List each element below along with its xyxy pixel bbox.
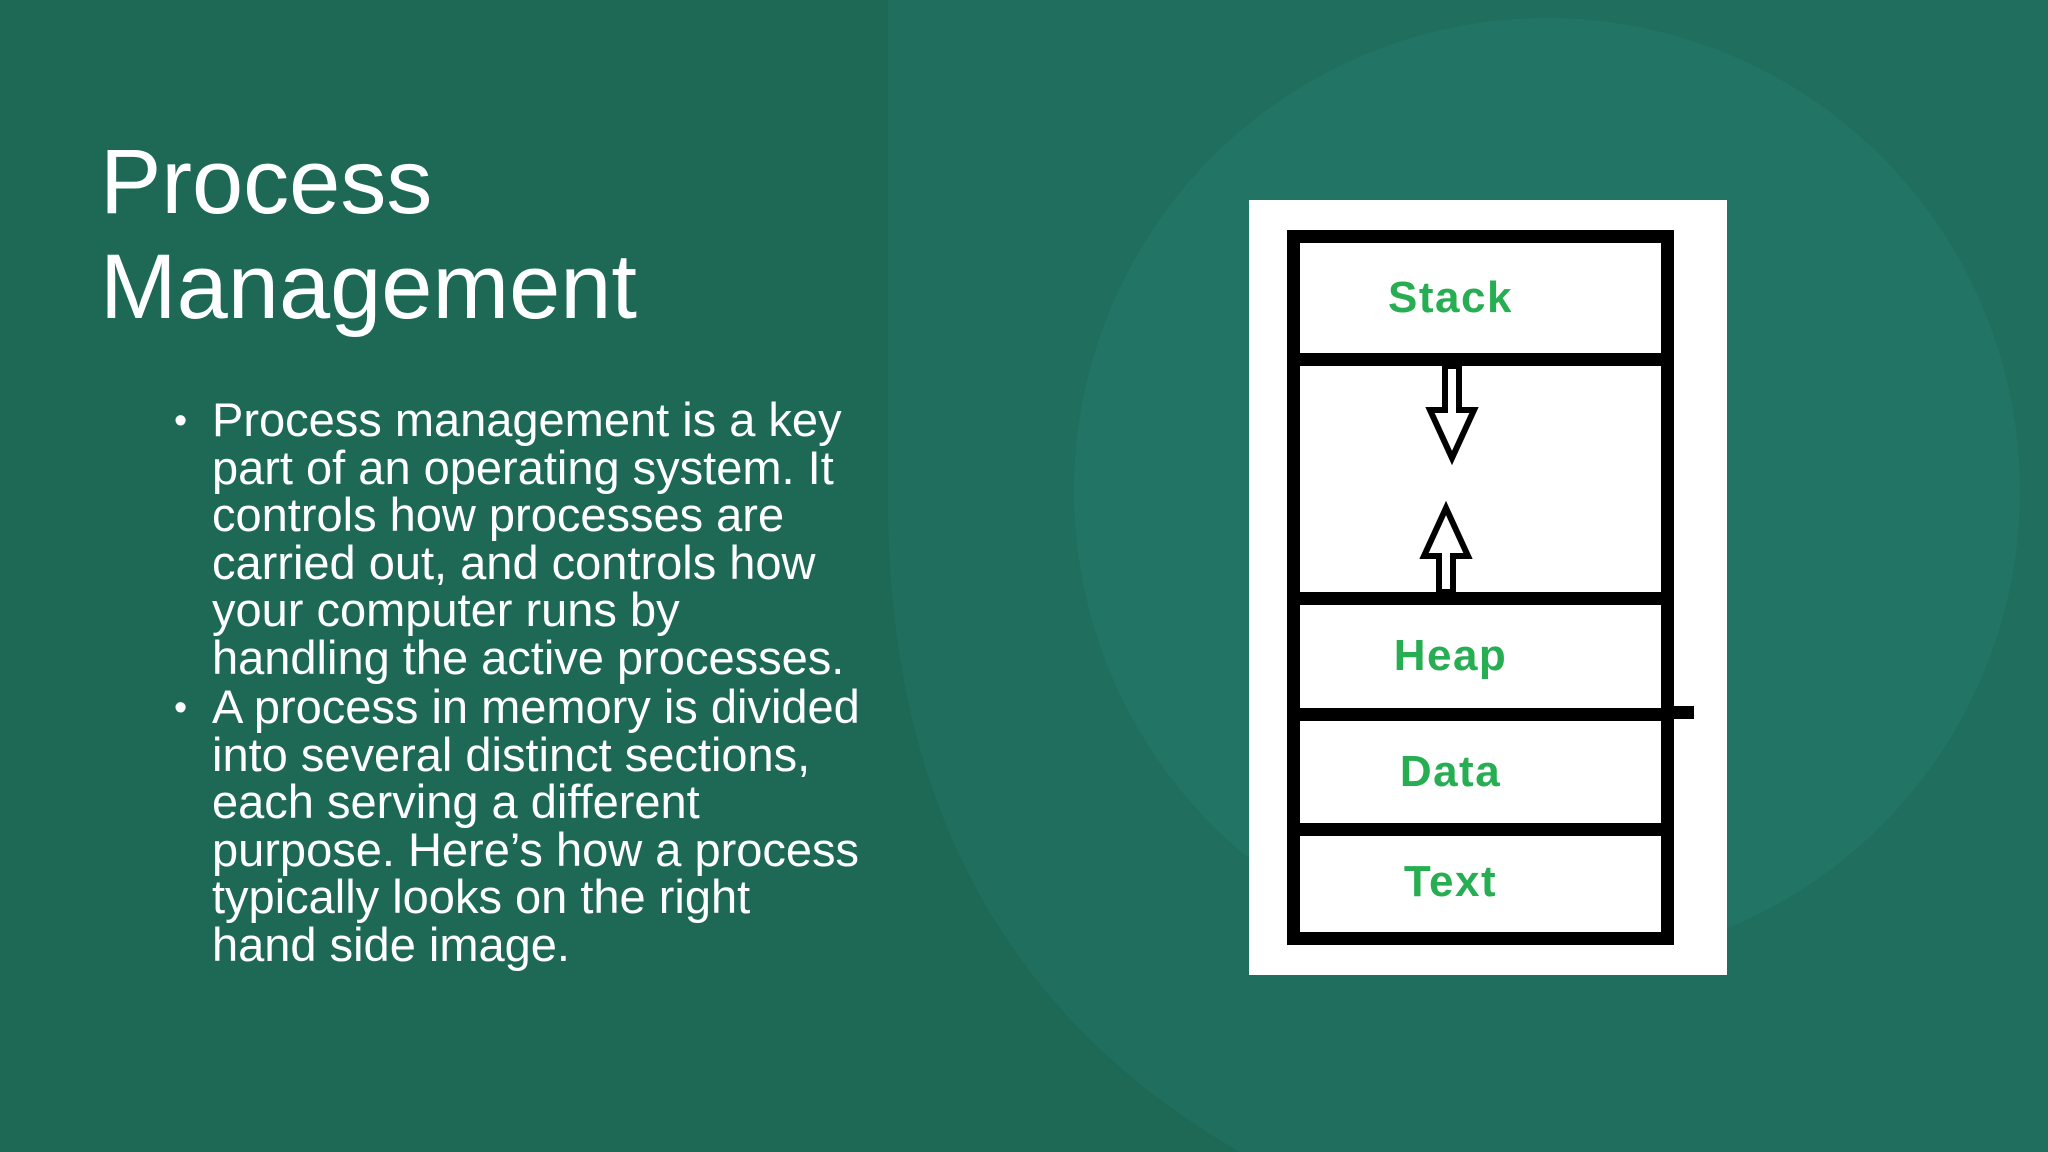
divider-right-nub	[1674, 706, 1694, 719]
memory-section-text: Text	[1403, 857, 1498, 906]
divider-below-data	[1287, 823, 1674, 836]
divider-below-stack	[1287, 353, 1674, 366]
divider-above-heap	[1287, 592, 1674, 605]
divider-below-heap	[1287, 708, 1674, 721]
bullet-item: Process management is a key part of an o…	[174, 396, 864, 681]
page-title: Process Management	[100, 131, 637, 338]
bullet-list: Process management is a key part of an o…	[174, 394, 864, 968]
memory-section-data: Data	[1399, 747, 1502, 796]
stack-growth-arrow-down-icon	[1425, 363, 1479, 466]
heap-growth-arrow-up-icon	[1419, 500, 1473, 595]
memory-diagram-frame	[1287, 230, 1694, 945]
diagram-outer-border	[1287, 230, 1674, 945]
memory-section-stack: Stack	[1388, 273, 1513, 322]
memory-layout-diagram: Stack Heap Data Text	[1249, 200, 1727, 975]
memory-section-heap: Heap	[1393, 631, 1508, 680]
bullet-item: A process in memory is divided into seve…	[174, 683, 864, 968]
